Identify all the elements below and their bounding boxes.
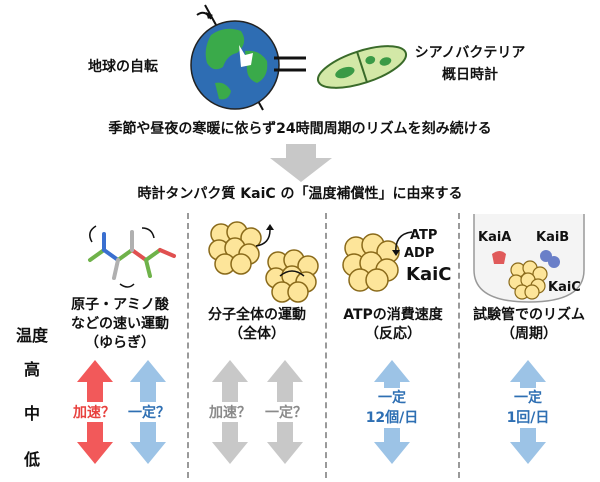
level-mid: 中: [23, 404, 40, 423]
col1-label-line2: などの速い運動: [71, 316, 169, 332]
kaia-text: KaiA: [478, 230, 512, 245]
col4-arrow-text-line1: 一定: [514, 390, 542, 406]
level-low: 低: [23, 450, 40, 469]
equals-icon: [274, 56, 306, 72]
atp-adp-arrow-icon: [392, 231, 413, 256]
divider-1: [187, 213, 189, 478]
col4-arrow-text-line2: 1回/日: [506, 410, 550, 426]
test-tube-icon: [473, 214, 585, 303]
statement-text: 季節や昼夜の寒暖に依らず24時間周期のリズムを刻み続ける: [108, 121, 492, 137]
level-high: 高: [23, 360, 40, 379]
col2-arrow-right-text: 一定？: [264, 402, 308, 422]
col4-arrow-text: 一定 1回/日: [488, 388, 568, 428]
divider-3: [458, 213, 460, 478]
col3-arrow-text-line1: 一定: [378, 390, 406, 406]
col3-arrow-text: 一定 12個/日: [352, 388, 432, 428]
cyanobacteria-label: シアノバクテリア 概日時計: [405, 42, 535, 86]
adp-text: ADP: [404, 246, 435, 261]
col3-label-line1: ATPの消費速度: [343, 307, 443, 323]
atp-text: ATP: [410, 228, 438, 243]
col4-label-line1: 試験管でのリズム: [473, 307, 585, 323]
earth-icon: [190, 4, 280, 111]
cyanobacteria-label-line1: シアノバクテリア: [414, 45, 526, 61]
kaic-atp-icon: [342, 233, 400, 292]
col1-arrow-left-text: 加速？: [72, 402, 116, 422]
col3-arrow-text-line2: 12個/日: [365, 410, 419, 426]
col1-label: 原子・アミノ酸 などの速い運動 （ゆらぎ）: [55, 296, 185, 353]
kaic-hexamer-icon-1: [208, 221, 262, 275]
col2-label-line2: （全体）: [229, 326, 285, 342]
molecule-icon: [88, 225, 176, 288]
rotate-arrow-icon: [255, 224, 274, 247]
col2-label-line1: 分子全体の運動: [208, 307, 306, 323]
cyanobacteria-label-line2: 概日時計: [442, 67, 498, 83]
col4-label: 試験管でのリズム （周期）: [460, 306, 598, 344]
col1-label-line1: 原子・アミノ酸: [71, 297, 169, 313]
col1-arrow-right-text: 一定？: [127, 402, 171, 422]
col2-arrow-left-text: 加速？: [208, 402, 252, 422]
kaic-text-col3: KaiC: [406, 264, 452, 285]
kaic-text-col4: KaiC: [548, 280, 581, 295]
level-header: 温度: [15, 326, 48, 345]
col3-label: ATPの消費速度 （反応）: [326, 306, 460, 344]
cyanobacteria-icon: [316, 45, 408, 89]
kaic-hexamer-icon-2: [265, 249, 319, 303]
col2-label: 分子全体の運動 （全体）: [192, 306, 322, 344]
col3-label-line2: （反応）: [365, 326, 421, 342]
divider-2: [325, 213, 327, 478]
kaib-text: KaiB: [536, 230, 570, 245]
earth-label: 地球の自転: [88, 59, 158, 75]
col4-label-line2: （周期）: [501, 326, 557, 342]
origin-text: 時計タンパク質 KaiC の「温度補償性」に由来する: [137, 186, 463, 202]
col1-label-line3: （ゆらぎ）: [85, 335, 155, 351]
down-arrow-gray: [270, 144, 332, 182]
